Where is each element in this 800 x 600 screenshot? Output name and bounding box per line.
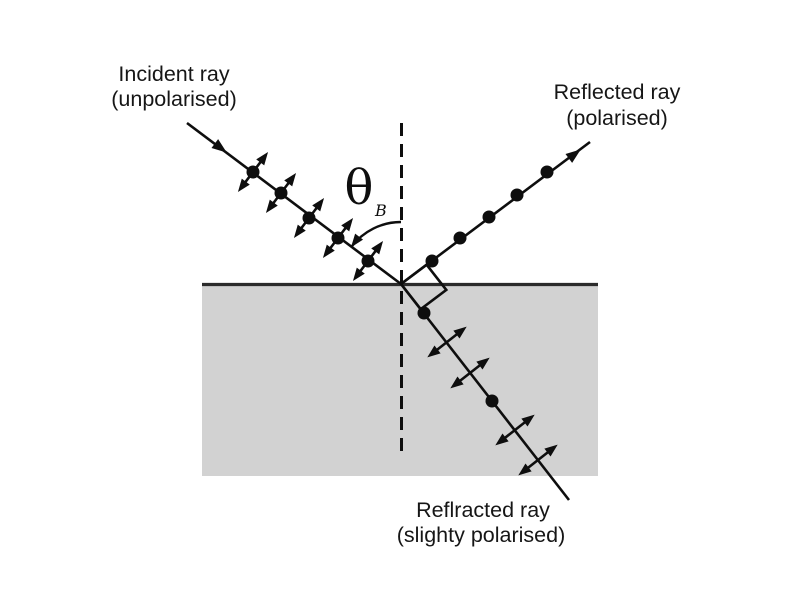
angle-label: θ B xyxy=(345,160,387,220)
perpendicular-dot-icon xyxy=(485,394,499,408)
incident-polarization-marker xyxy=(288,193,330,243)
reflected-ray-label: Reflected ray (polarised) xyxy=(554,80,681,130)
refracted-ray xyxy=(399,283,571,501)
reflected-label-line1: Reflected ray xyxy=(554,80,681,104)
perpendicular-dot-icon xyxy=(540,165,554,179)
perpendicular-dot-icon xyxy=(331,231,345,245)
incident-ray-label: Incident ray (unpolarised) xyxy=(111,62,236,111)
theta-symbol: θ xyxy=(345,160,374,216)
refracted-ray-line xyxy=(399,283,571,501)
perpendicular-dot-icon xyxy=(302,211,316,225)
perpendicular-dot-icon xyxy=(482,210,496,224)
perpendicular-dot-icon xyxy=(361,254,375,268)
brewster-angle-arc xyxy=(347,220,402,251)
perpendicular-dot-icon xyxy=(453,231,467,245)
refracted-ray-label: Reflracted ray (slighty polarised) xyxy=(397,498,565,547)
perpendicular-dot-icon xyxy=(246,165,260,179)
refracted-label-line2: (slighty polarised) xyxy=(397,523,565,547)
incident-ray xyxy=(186,121,402,286)
refracted-label-line1: Reflracted ray xyxy=(416,498,550,522)
perpendicular-dot-icon xyxy=(274,186,288,200)
incident-polarization-marker xyxy=(232,147,274,197)
perpendicular-dot-icon xyxy=(510,188,524,202)
reflected-ray xyxy=(400,140,591,286)
incident-polarization-marker xyxy=(260,168,302,218)
theta-subscript: B xyxy=(374,201,387,220)
reflected-label-line2: (polarised) xyxy=(566,106,668,130)
angle-arc-line xyxy=(350,220,402,248)
incident-label-line2: (unpolarised) xyxy=(111,87,236,111)
incident-polarization-marker xyxy=(317,213,359,263)
right-angle-marker xyxy=(399,262,449,312)
incident-label-line1: Incident ray xyxy=(118,62,229,86)
